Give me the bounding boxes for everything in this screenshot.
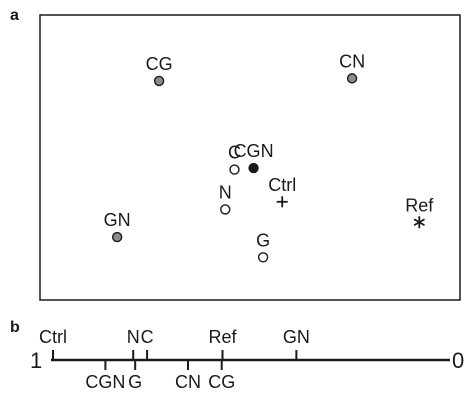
point-n-label: N [219, 182, 232, 202]
tick-cg-label: CG [208, 372, 235, 392]
panel-b-letter: b [10, 319, 20, 336]
point-cgn-marker [248, 162, 259, 174]
point-cgn-label: CGN [234, 141, 274, 161]
panel-b-left-end: 1 [30, 348, 42, 373]
tick-n-label: N [127, 327, 140, 347]
tick-c-label: C [141, 327, 154, 347]
panel-a-frame [39, 14, 461, 301]
point-n-marker [220, 204, 231, 215]
point-c-label: C [228, 143, 241, 163]
point-c-marker [229, 164, 240, 175]
panel-a-letter: a [10, 7, 19, 24]
point-ref-label: Ref [405, 195, 434, 215]
point-ctrl-marker [276, 196, 288, 208]
point-cn-marker [346, 73, 358, 84]
point-gn-label: GN [104, 210, 131, 230]
point-g-label: G [256, 230, 270, 250]
point-g-marker [257, 252, 269, 263]
tick-ref-label: Ref [209, 327, 238, 347]
tick-g-label: G [128, 372, 142, 392]
point-cg-marker [153, 75, 165, 87]
point-cg-label: CG [146, 54, 173, 74]
point-gn-marker [111, 231, 123, 243]
tick-ctrl-label: Ctrl [39, 327, 67, 347]
tick-gn-label: GN [283, 327, 310, 347]
point-cn-label: CN [339, 51, 365, 71]
point-ref-marker [413, 216, 425, 229]
tick-cgn-label: CGN [85, 372, 125, 392]
panel-b-right-end: 0 [452, 348, 464, 373]
tick-cn-label: CN [175, 372, 201, 392]
point-ctrl-label: Ctrl [268, 175, 296, 195]
